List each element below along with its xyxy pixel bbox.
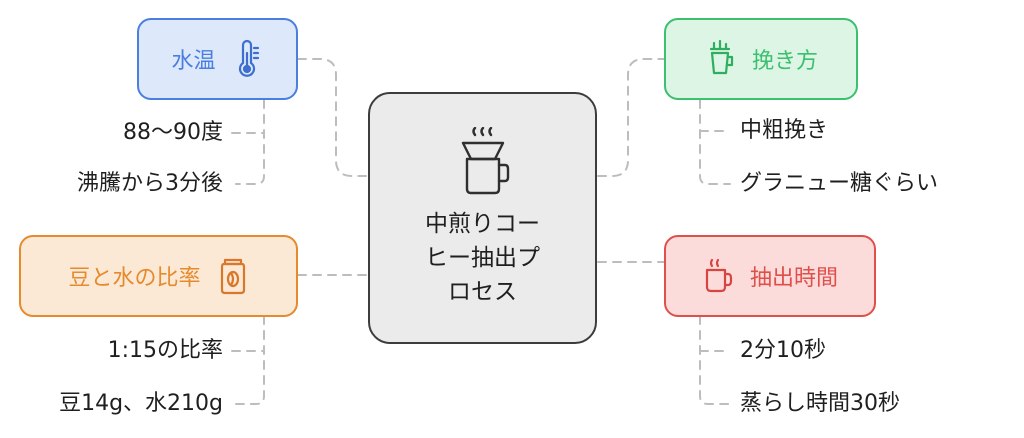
branch-brew-time-label: 抽出時間 xyxy=(749,266,838,291)
leaf-ratio-2: 豆14g、水210g xyxy=(59,391,223,416)
branch-brew-time: 抽出時間 xyxy=(664,235,876,317)
coffee-cup-icon xyxy=(702,256,734,296)
leaf-grind-2: グラニュー糖ぐらい xyxy=(740,171,939,196)
branch-water-temp: 水温 xyxy=(137,18,298,100)
center-title: 中煎りコーヒー抽出プロセス xyxy=(425,211,540,305)
coffee-dripper-icon xyxy=(455,127,511,197)
leaf-grind-1: 中粗挽き xyxy=(740,118,829,143)
branch-water-temp-label: 水温 xyxy=(171,49,216,74)
grinder-icon xyxy=(704,39,736,79)
leaf-ratio-1: 1:15の比率 xyxy=(107,338,223,363)
leaf-brew-time-1: 2分10秒 xyxy=(740,338,826,363)
center-node: 中煎りコーヒー抽出プロセス xyxy=(368,92,597,344)
leaf-water-temp-2: 沸騰から3分後 xyxy=(77,171,223,196)
branch-grind-label: 挽き方 xyxy=(751,49,818,74)
coffee-bean-jar-icon xyxy=(217,256,249,296)
thermometer-icon xyxy=(232,39,264,79)
branch-ratio-label: 豆と水の比率 xyxy=(68,266,201,291)
branch-grind: 挽き方 xyxy=(664,18,858,100)
leaf-brew-time-2: 蒸らし時間30秒 xyxy=(740,391,900,416)
leaf-water-temp-1: 88〜90度 xyxy=(123,120,223,145)
branch-ratio: 豆と水の比率 xyxy=(19,235,298,317)
